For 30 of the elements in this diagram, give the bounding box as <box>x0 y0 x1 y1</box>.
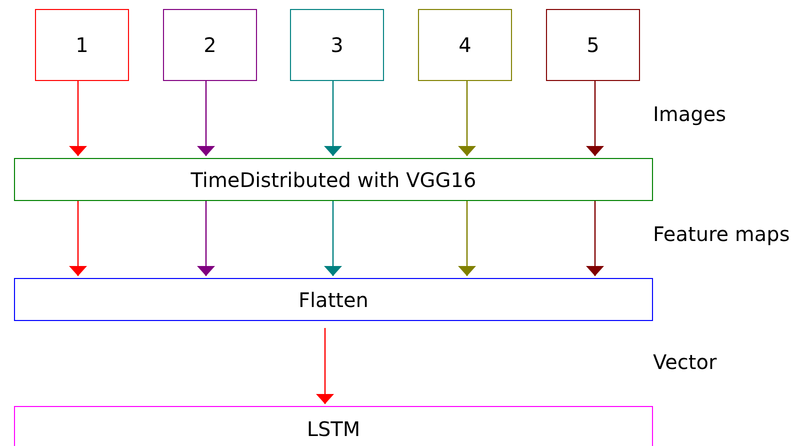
arrow <box>586 201 604 276</box>
node-label: 1 <box>76 33 88 57</box>
arrow <box>197 201 215 276</box>
stage-label: Images <box>653 102 726 126</box>
node-label: TimeDistributed with VGG16 <box>190 168 476 192</box>
arrow <box>458 201 476 276</box>
image-box <box>35 9 129 81</box>
arrow <box>69 81 87 156</box>
node-label: LSTM <box>306 417 360 441</box>
stage-label: Vector <box>653 350 717 374</box>
arrow <box>324 201 342 276</box>
node-label: 5 <box>586 33 600 57</box>
stage-label: Feature maps <box>653 222 790 246</box>
node-label: 4 <box>458 33 472 57</box>
arrow <box>324 81 342 156</box>
arrow <box>458 81 476 156</box>
arrow <box>586 81 604 156</box>
node-label: 3 <box>330 33 344 57</box>
layer-box <box>14 158 653 201</box>
image-box <box>290 9 384 81</box>
node-label: 2 <box>204 33 216 57</box>
arrow <box>69 201 87 276</box>
image-box <box>418 9 512 81</box>
node-label: Flatten <box>298 288 368 312</box>
arrow <box>197 81 215 156</box>
image-box <box>163 9 257 81</box>
image-box <box>546 9 640 81</box>
arrow <box>316 328 334 404</box>
layer-box <box>14 278 653 321</box>
layer-box <box>14 406 653 446</box>
